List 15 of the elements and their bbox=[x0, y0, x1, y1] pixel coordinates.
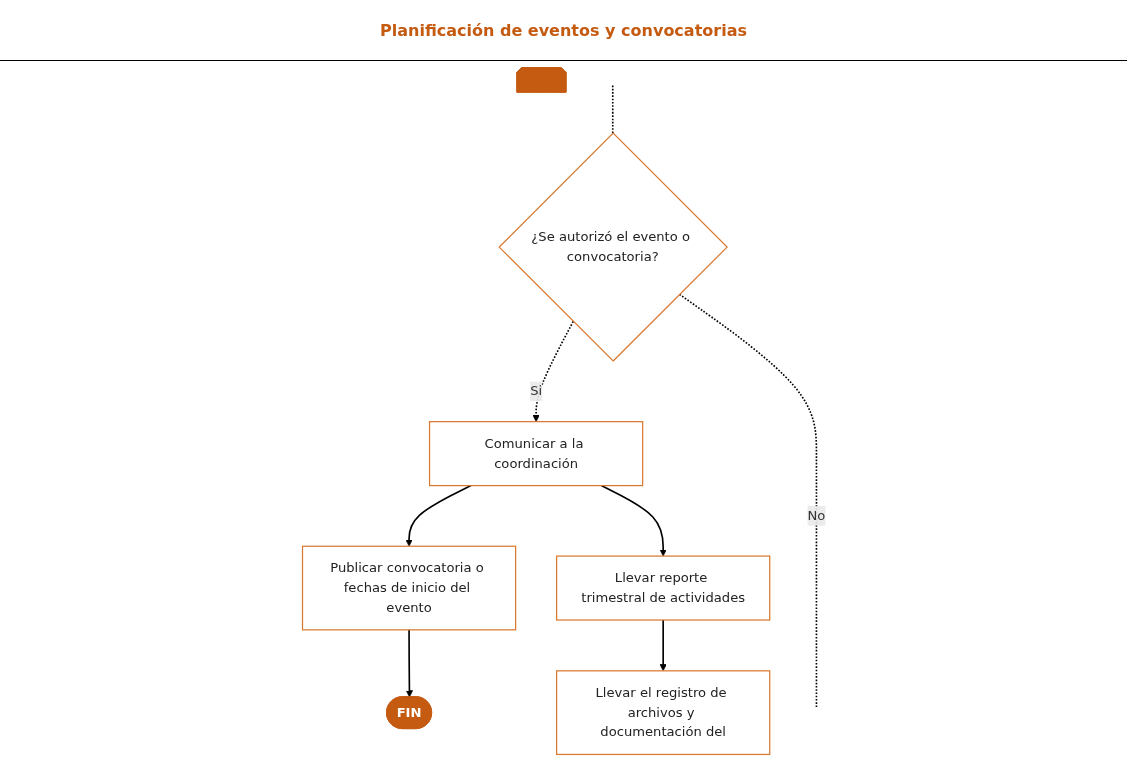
arrow bbox=[405, 484, 472, 547]
node-box: Publicar convocatoria o fechas de inicio del evento bbox=[301, 545, 516, 631]
diagram-title: Planificación de eventos y convocatorias bbox=[380, 20, 747, 40]
arrow bbox=[532, 320, 574, 422]
edge-label: Si bbox=[529, 383, 542, 399]
arrow bbox=[405, 629, 413, 698]
connector bbox=[611, 84, 614, 134]
arrow bbox=[600, 484, 667, 557]
edge-label: No bbox=[807, 507, 825, 524]
node-diamond: ¿Se autorizó el evento o convocatoria? bbox=[497, 132, 728, 362]
node-box: Llevar reporte trimestral de actividades bbox=[555, 555, 770, 621]
arrow bbox=[659, 619, 667, 672]
node-box: Llevar el registro de archivos y documentación del bbox=[555, 670, 770, 756]
node-box: Comunicar a la coordinación bbox=[428, 421, 643, 487]
connector bbox=[678, 293, 817, 708]
